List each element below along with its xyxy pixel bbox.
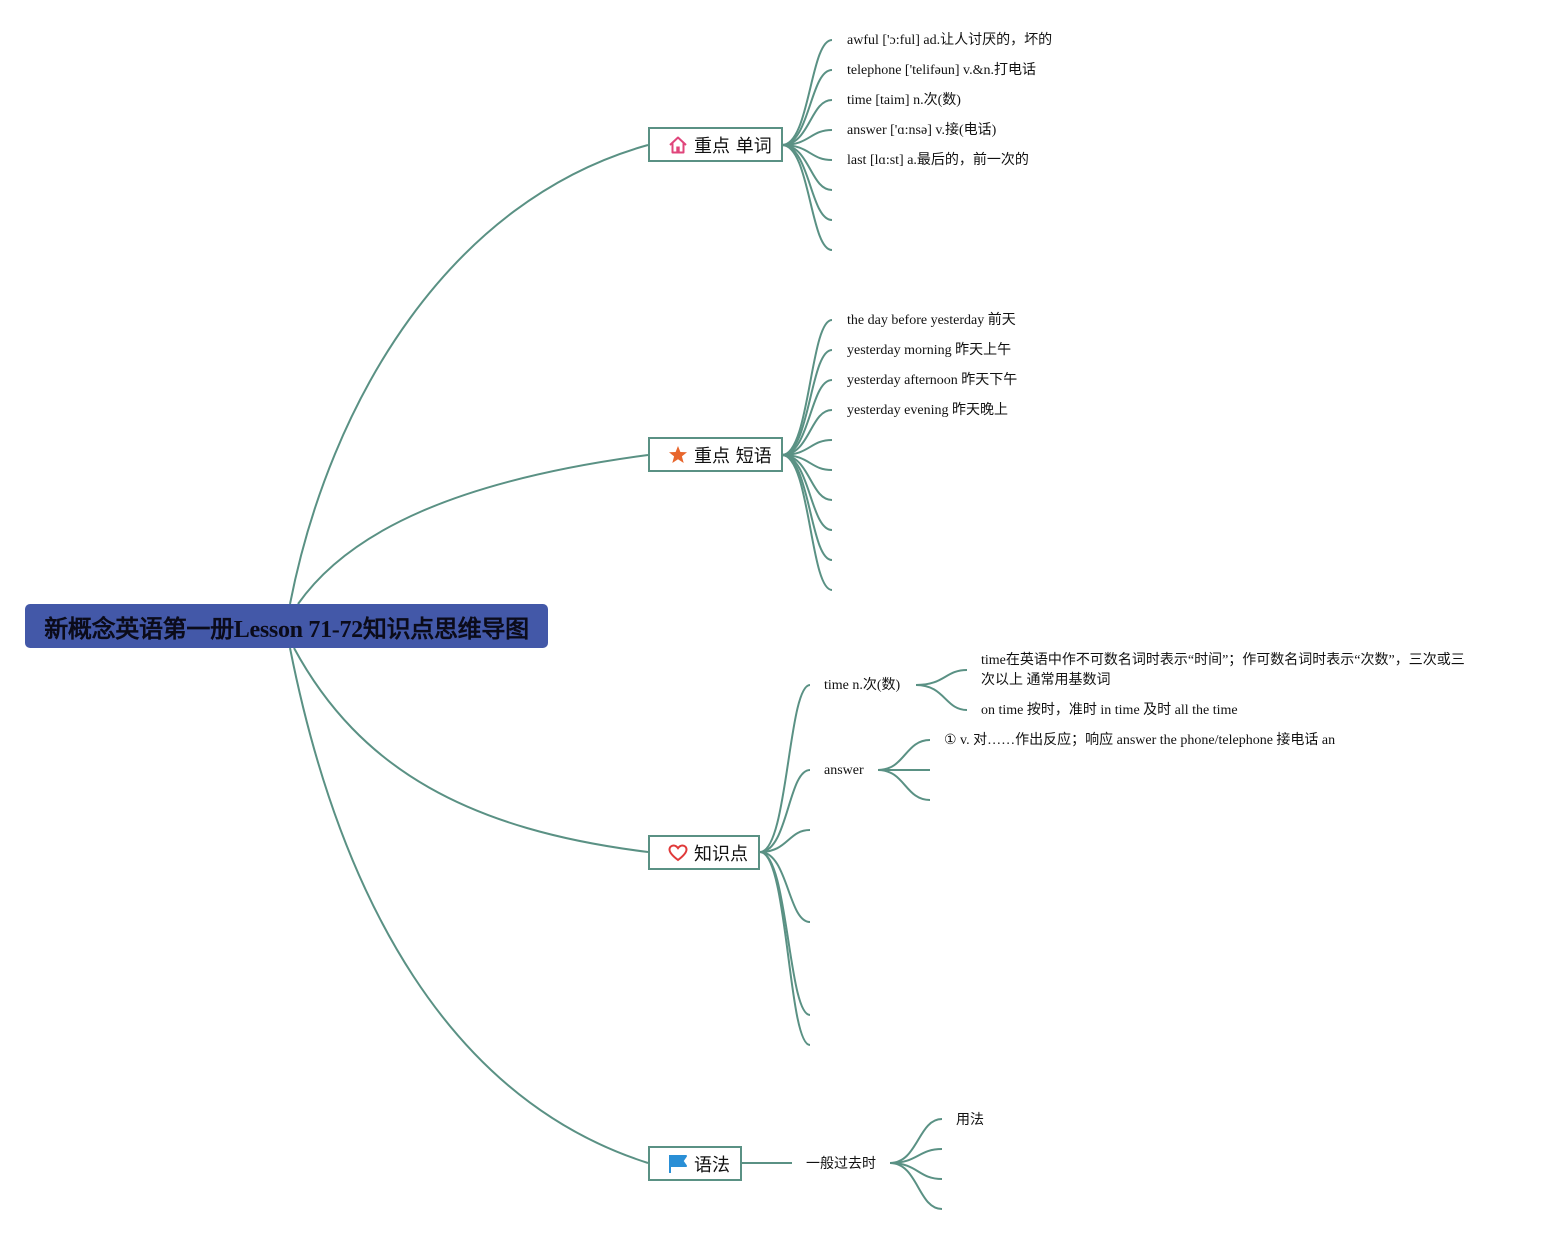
list-item[interactable]: yesterday afternoon 昨天下午	[847, 373, 1018, 388]
list-item[interactable]: the day before yesterday 前天	[847, 313, 1016, 328]
list-item[interactable]: last [lɑ:st] a.最后的，前一次的	[847, 153, 1029, 168]
list-item[interactable]: on time 按时，准时 in time 及时 all the time	[981, 703, 1238, 718]
heart-icon	[668, 843, 688, 863]
subtopic-past-tense[interactable]: 一般过去时	[806, 1156, 876, 1172]
branch-label: 重点 短语	[694, 445, 772, 467]
branch-label: 语法	[694, 1154, 730, 1176]
branch-knowledge-points[interactable]: 知识点	[648, 835, 760, 870]
subtopic-answer[interactable]: answer	[824, 763, 864, 778]
root-topic[interactable]: 新概念英语第一册Lesson 71-72知识点思维导图	[25, 604, 548, 648]
list-item[interactable]: ① v. 对……作出反应；响应 answer the phone/telepho…	[944, 733, 1336, 748]
list-item[interactable]: awful ['ɔ:ful] ad.让人讨厌的，坏的	[847, 33, 1053, 48]
star-icon	[668, 445, 688, 465]
list-item[interactable]: 用法	[956, 1112, 984, 1128]
flag-icon	[668, 1154, 688, 1174]
list-item[interactable]: time在英语中作不可数名词时表示“时间”；作可数名词时表示“次数”，三次或三次…	[981, 653, 1465, 688]
branch-grammar[interactable]: 语法	[648, 1146, 742, 1181]
list-item[interactable]: yesterday morning 昨天上午	[847, 343, 1012, 358]
branch-label: 知识点	[694, 843, 748, 865]
list-item[interactable]: time [taim] n.次(数)	[847, 93, 961, 108]
house-icon	[668, 135, 688, 155]
subtopic-time[interactable]: time n.次(数)	[824, 678, 901, 693]
branch-key-phrases[interactable]: 重点 短语	[648, 437, 783, 472]
branch-label: 重点 单词	[694, 135, 772, 157]
list-item[interactable]: answer ['ɑ:nsə] v.接(电话)	[847, 123, 997, 138]
list-item[interactable]: telephone ['telifəun] v.&n.打电话	[847, 63, 1037, 78]
branch-key-words[interactable]: 重点 单词	[648, 127, 783, 162]
list-item[interactable]: yesterday evening 昨天晚上	[847, 403, 1008, 418]
